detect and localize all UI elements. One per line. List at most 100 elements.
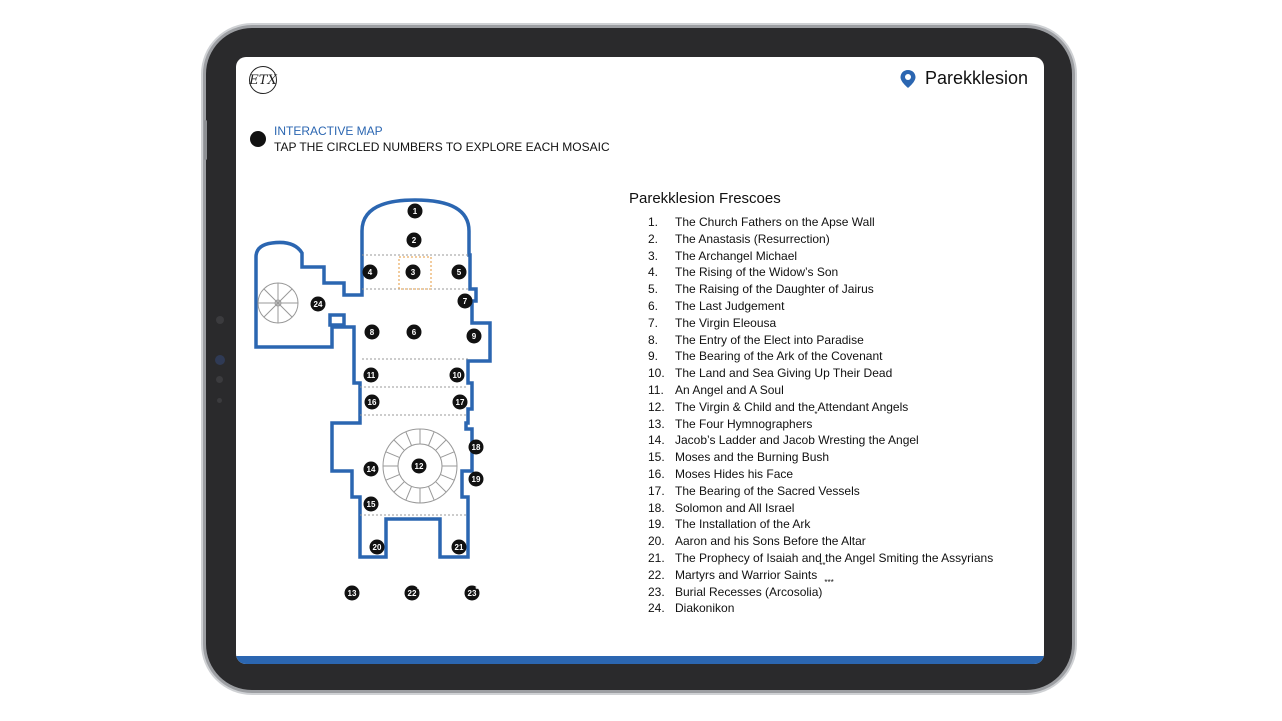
list-item-text: The Rising of the Widow’s Son (675, 265, 839, 280)
map-marker-14[interactable]: 14 (363, 461, 379, 477)
list-item-text: The Installation of the Ark (675, 517, 811, 532)
map-marker-4[interactable]: 4 (362, 264, 378, 280)
map-marker-9[interactable]: 9 (466, 328, 482, 344)
list-item[interactable]: 6.The Last Judgement (648, 299, 995, 316)
map-marker-21[interactable]: 21 (451, 539, 467, 555)
list-title: Parekklesion Frescoes (629, 190, 781, 207)
list-item-number: 23. (648, 584, 665, 599)
list-item-number: 22. (648, 567, 665, 582)
list-item[interactable]: 3.The Archangel Michael (648, 249, 995, 266)
svg-text:20: 20 (373, 543, 382, 552)
footnote-marker-13[interactable]: 13* (344, 585, 363, 601)
map-marker-19[interactable]: 19 (468, 471, 484, 487)
list-item[interactable]: 12.The Virgin & Child and the Attendant … (648, 400, 995, 417)
fresco-list: 1. The Church Fathers on the Apse Wall 2.… (648, 215, 995, 618)
svg-text:3: 3 (411, 268, 416, 277)
app-screen: ETX Parekklesion INTERACTIVE MAP TAP THE… (236, 57, 1044, 664)
list-item[interactable]: 23.Burial Recesses (Arcosolia)*** (648, 577, 995, 602)
list-item[interactable]: 20.Aaron and his Sons Before the Altar (648, 534, 995, 551)
list-item-text: Martyrs and Warrior Saints (675, 567, 818, 582)
list-item[interactable]: 22.Martyrs and Warrior Saints** (648, 561, 995, 585)
list-item-number: 24. (648, 601, 665, 616)
map-marker-24[interactable]: 24 (310, 296, 326, 312)
dome-main (382, 428, 458, 504)
svg-text:6: 6 (412, 328, 417, 337)
list-item[interactable]: 15.Moses and the Burning Bush (648, 450, 995, 467)
list-item[interactable]: 4. The Rising of the Widow’s Son (648, 265, 995, 282)
footnote-marker-22[interactable]: 22** (404, 585, 424, 601)
list-item[interactable]: 17.The Bearing of the Sacred Vessels (648, 484, 995, 501)
list-item[interactable]: 18.Solomon and All Israel (648, 501, 995, 518)
map-marker-11[interactable]: 11 (363, 367, 379, 383)
list-item-number: 11. (648, 382, 664, 397)
list-item[interactable]: 10.The Land and Sea Giving Up Their Dead (648, 366, 995, 383)
list-item-text: The Last Judgement (675, 298, 785, 313)
page-title: Parekklesion (924, 68, 1028, 88)
list-item[interactable]: 8.The Entry of the Elect into Paradise (648, 333, 995, 350)
svg-text:12: 12 (415, 462, 424, 471)
camera-icon (215, 355, 225, 365)
list-item-text: The Church Fathers on the Apse Wall (675, 215, 875, 229)
list-item-sup: *** (824, 577, 834, 587)
list-item-text: Diakonikon (675, 601, 735, 616)
svg-text:7: 7 (463, 297, 468, 306)
map-marker-8[interactable]: 8 (364, 324, 380, 340)
list-item[interactable]: 5. The Raising of the Daughter of Jairus (648, 282, 995, 299)
list-item-number: 4. (648, 265, 659, 280)
map-marker-7[interactable]: 7 (457, 293, 473, 309)
list-item[interactable]: 19.The Installation of the Ark (648, 517, 995, 534)
legend-instruction: TAP THE CIRCLED NUMBERS TO EXPLORE EACH … (274, 140, 610, 154)
list-item-text: An Angel and A Soul (675, 382, 784, 397)
svg-text:13: 13 (348, 589, 357, 598)
volume-button (204, 120, 207, 160)
svg-text:1: 1 (413, 207, 418, 216)
svg-text:4: 4 (368, 268, 373, 277)
list-item[interactable]: 11. An Angel and A Soul (648, 383, 995, 400)
list-item-number: 9. (648, 349, 659, 364)
list-item[interactable]: 16.Moses Hides his Face (648, 467, 995, 484)
map-marker-18[interactable]: 18 (468, 439, 484, 455)
app-logo[interactable]: ETX (249, 66, 277, 94)
list-item[interactable]: 9.The Bearing of the Ark of the Covenant (648, 349, 995, 366)
list-item[interactable]: 13.The Four Hymnographers* (648, 410, 995, 434)
map-marker-20[interactable]: 20 (369, 539, 385, 555)
list-item-text: The Raising of the Daughter of Jairus (675, 282, 874, 297)
list-item-number: 1. (648, 215, 659, 229)
list-item-number: 12. (648, 399, 665, 414)
list-item-text: The Four Hymnographers (675, 416, 813, 431)
list-item-text: The Land and Sea Giving Up Their Dead (675, 366, 893, 381)
list-item[interactable]: 7.The Virgin Eleousa (648, 316, 995, 333)
list-item-number: 2. (648, 231, 659, 246)
map-marker-1[interactable]: 1 (407, 203, 423, 219)
footnote-stars: *** (475, 585, 485, 594)
svg-text:14: 14 (367, 465, 376, 474)
bottom-accent-bar (236, 656, 1044, 664)
building-outline (254, 198, 492, 559)
svg-text:21: 21 (455, 543, 464, 552)
map-marker-10[interactable]: 10 (449, 367, 465, 383)
map-marker-12[interactable]: 12 (411, 458, 427, 474)
list-item-number: 5. (648, 282, 659, 297)
list-item-number: 18. (648, 500, 665, 515)
footnote-marker-23[interactable]: 23*** (464, 585, 486, 601)
list-item[interactable]: 14.Jacob’s Ladder and Jacob Wresting the… (648, 433, 995, 450)
list-item[interactable]: 1. The Church Fathers on the Apse Wall (648, 215, 995, 232)
map-marker-15[interactable]: 15 (363, 496, 379, 512)
highlight-box (398, 256, 432, 290)
list-item[interactable]: 24. Diakonikon (648, 601, 995, 618)
map-marker-6[interactable]: 6 (406, 324, 422, 340)
map-marker-16[interactable]: 16 (364, 394, 380, 410)
list-item[interactable]: 2.The Anastasis (Resurrection) (648, 232, 995, 249)
map-marker-2[interactable]: 2 (406, 232, 422, 248)
svg-text:10: 10 (453, 371, 462, 380)
list-item[interactable]: 21.The Prophecy of Isaiah and the Angel … (648, 551, 995, 568)
map-marker-3[interactable]: 3 (405, 264, 421, 280)
list-item-text: The Archangel Michael (675, 248, 798, 263)
map-marker-17[interactable]: 17 (452, 394, 468, 410)
svg-text:23: 23 (468, 589, 477, 598)
svg-text:18: 18 (472, 443, 481, 452)
svg-text:5: 5 (457, 268, 462, 277)
map-marker-5[interactable]: 5 (451, 264, 467, 280)
dome-diakonikon (257, 282, 299, 324)
side-sensor (217, 398, 222, 403)
